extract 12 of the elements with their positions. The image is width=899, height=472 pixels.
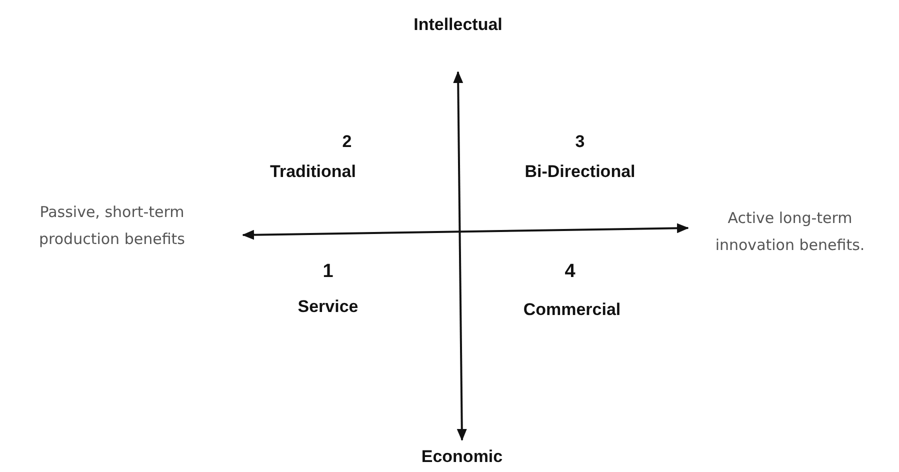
quadrant-number: 1 (322, 261, 334, 283)
axis-label: Intellectual (414, 15, 502, 35)
axis-label: Economic (421, 447, 503, 467)
quadrant-label: Traditional (270, 162, 356, 182)
quadrant-number: 2 (342, 132, 352, 152)
axis-description: Passive, short-term production benefits (38, 202, 186, 250)
quadrant-label: Service (298, 297, 358, 317)
quadrant-label: Bi-Directional (524, 162, 636, 182)
axis-description: Active long-term innovation benefits. (714, 208, 866, 256)
quadrant-label: Commercial (523, 300, 621, 320)
quadrant-number: 3 (575, 132, 585, 152)
quadrant-number: 4 (564, 261, 576, 283)
